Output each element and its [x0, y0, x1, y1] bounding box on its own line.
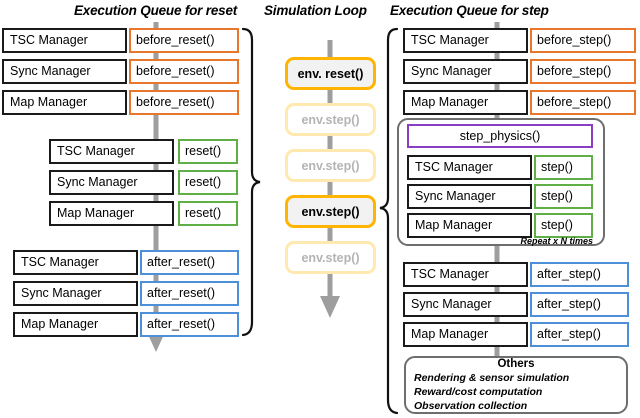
step-main-row-0-hook[interactable]: step() [534, 155, 593, 180]
reset-main-row-1-manager[interactable]: Sync Manager [49, 170, 174, 195]
step-main-row-2-manager[interactable]: Map Manager [407, 213, 532, 238]
reset-after-row-0-manager[interactable]: TSC Manager [13, 250, 138, 275]
reset-before-row-2-hook[interactable]: before_reset() [129, 90, 239, 115]
reset-main-row-2-manager[interactable]: Map Manager [49, 201, 174, 226]
step-before-row-2-hook[interactable]: before_step() [530, 90, 636, 115]
step-before-row-2-manager[interactable]: Map Manager [403, 90, 528, 115]
step-after-row-2-hook[interactable]: after_step() [530, 322, 629, 347]
reset-before-row-1-manager[interactable]: Sync Manager [2, 59, 127, 84]
reset-before-row-0-hook[interactable]: before_reset() [129, 28, 239, 53]
step-after-row-1-hook[interactable]: after_step() [530, 292, 629, 317]
reset-before-row-1-hook[interactable]: before_reset() [129, 59, 239, 84]
repeat-n-times-note: Repeat x N times [520, 236, 593, 246]
reset-after-row-0-hook[interactable]: after_reset() [140, 250, 239, 275]
title-execution-queue-reset: Execution Queue for reset [74, 3, 238, 18]
reset-main-row-0-hook[interactable]: reset() [178, 139, 238, 164]
reset-main-row-2-hook[interactable]: reset() [178, 201, 238, 226]
reset-main-row-0-manager[interactable]: TSC Manager [49, 139, 174, 164]
reset-main-row-1-hook[interactable]: reset() [178, 170, 238, 195]
sim-step-4-env-step[interactable]: env.step() [285, 241, 376, 274]
step-main-row-1-hook[interactable]: step() [534, 184, 593, 209]
step-main-row-0-manager[interactable]: TSC Manager [407, 155, 532, 180]
step-before-row-0-manager[interactable]: TSC Manager [403, 28, 528, 53]
reset-before-row-2-manager[interactable]: Map Manager [2, 90, 127, 115]
others-content: Others Rendering & sensor simulation Rew… [404, 358, 628, 412]
title-execution-queue-step: Execution Queue for step [390, 3, 549, 18]
step-before-row-1-hook[interactable]: before_step() [530, 59, 636, 84]
sim-step-3-env-step[interactable]: env.step() [285, 195, 376, 228]
others-line-2: Observation collection [414, 400, 528, 412]
step-after-row-2-manager[interactable]: Map Manager [403, 322, 528, 347]
reset-after-row-2-hook[interactable]: after_reset() [140, 312, 239, 337]
reset-after-row-1-hook[interactable]: after_reset() [140, 281, 239, 306]
step-before-row-1-manager[interactable]: Sync Manager [403, 59, 528, 84]
step-after-row-0-manager[interactable]: TSC Manager [403, 262, 528, 287]
step-after-row-1-manager[interactable]: Sync Manager [403, 292, 528, 317]
step-after-row-0-hook[interactable]: after_step() [530, 262, 629, 287]
sim-step-2-env-step[interactable]: env.step() [285, 149, 376, 182]
sim-step-1-env-step[interactable]: env.step() [285, 103, 376, 136]
title-simulation-loop: Simulation Loop [264, 3, 367, 18]
others-box [404, 356, 628, 414]
reset-before-row-0-manager[interactable]: TSC Manager [2, 28, 127, 53]
step-physics-box[interactable]: step_physics() [407, 124, 593, 148]
step-before-row-0-hook[interactable]: before_step() [530, 28, 636, 53]
others-line-0: Rendering & sensor simulation [414, 372, 570, 384]
step-main-row-1-manager[interactable]: Sync Manager [407, 184, 532, 209]
others-title: Others [497, 358, 535, 370]
others-line-1: Reward/cost computation [414, 386, 543, 398]
sim-step-0-env-reset[interactable]: env. reset() [285, 57, 376, 90]
step-main-row-2-hook[interactable]: step() [534, 213, 593, 238]
reset-after-row-1-manager[interactable]: Sync Manager [13, 281, 138, 306]
reset-after-row-2-manager[interactable]: Map Manager [13, 312, 138, 337]
